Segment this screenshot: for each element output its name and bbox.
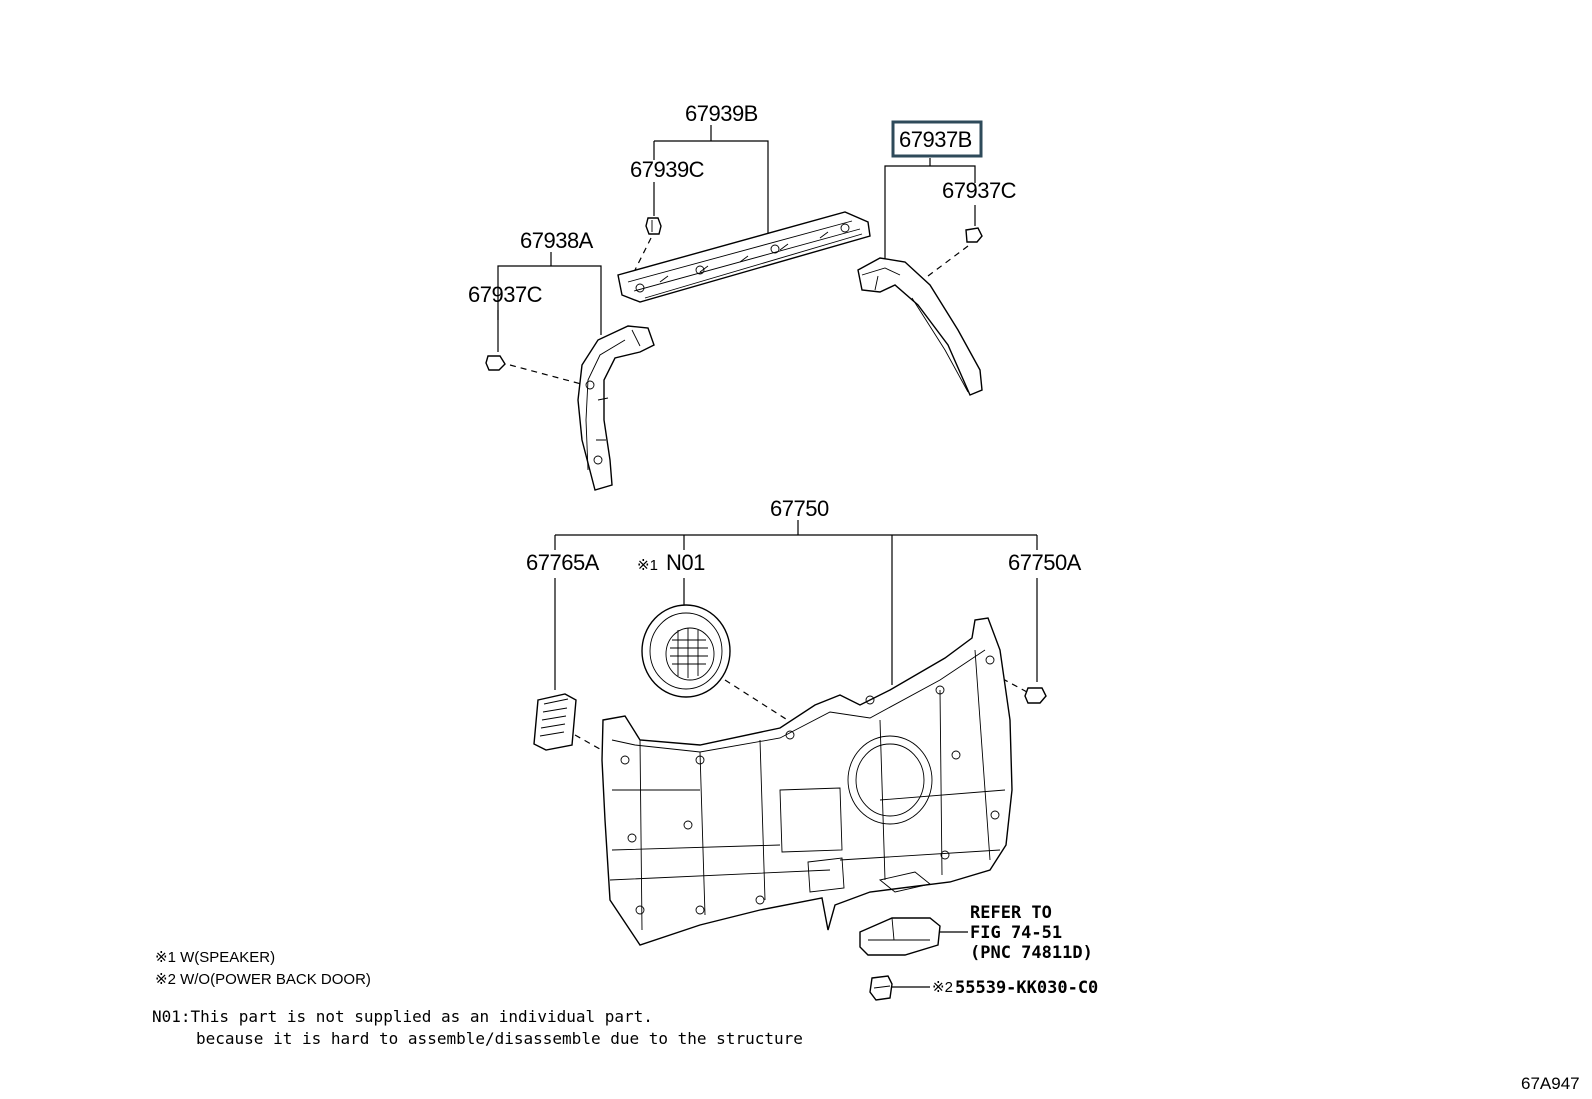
refer-line-3[interactable]: (PNC 74811D)	[970, 943, 1093, 963]
part-67765A-cover	[533, 693, 577, 751]
part-67939B-garnish	[617, 211, 871, 303]
clip-67750A	[1024, 687, 1047, 704]
label-67750A[interactable]: 67750A	[1008, 550, 1082, 575]
refer-line-1: REFER TO	[970, 903, 1052, 923]
note-power-back-door: ※2 W/O(POWER BACK DOOR)	[155, 971, 371, 988]
label-67937C-left[interactable]: 67937C	[468, 282, 543, 307]
label-67765A[interactable]: 67765A	[526, 550, 600, 575]
refer-line-2[interactable]: FIG 74-51	[970, 923, 1062, 943]
part-67937B-pillar	[857, 257, 983, 396]
part-67938A-pillar	[577, 325, 655, 491]
leader-67939B	[654, 140, 769, 238]
note-speaker: ※1 W(SPEAKER)	[155, 949, 275, 966]
label-67937C-right[interactable]: 67937C	[942, 178, 1017, 203]
label-67750[interactable]: 67750	[770, 496, 829, 521]
clip-part-number[interactable]: 55539-KK030-C0	[955, 978, 1098, 998]
clip-67939C	[645, 217, 662, 235]
note-n01-line-1: N01:This part is not supplied as an indi…	[152, 1007, 653, 1026]
note-n01-line-2: because it is hard to assemble/disassemb…	[196, 1029, 803, 1048]
part-N01-speaker-grille	[641, 604, 731, 698]
clip-67937C-left	[485, 355, 506, 371]
label-n01-mark: ※1	[637, 557, 658, 574]
label-67937B[interactable]: 67937B	[899, 127, 972, 152]
figure-id: 67A947	[1521, 1074, 1580, 1093]
label-67939B[interactable]: 67939B	[685, 101, 758, 126]
clip-part-mark: ※2	[932, 979, 953, 996]
leader-67938A	[497, 265, 602, 335]
label-67939C[interactable]: 67939C	[630, 157, 705, 182]
part-pull-handle	[859, 917, 941, 956]
part-67750-backdoor-trim	[601, 617, 1013, 946]
label-N01[interactable]: N01	[666, 550, 706, 575]
highlight-box-67937B	[891, 120, 983, 158]
clip-55539	[869, 975, 893, 1001]
label-67938A[interactable]: 67938A	[520, 228, 594, 253]
clip-67937C-right	[965, 227, 983, 243]
